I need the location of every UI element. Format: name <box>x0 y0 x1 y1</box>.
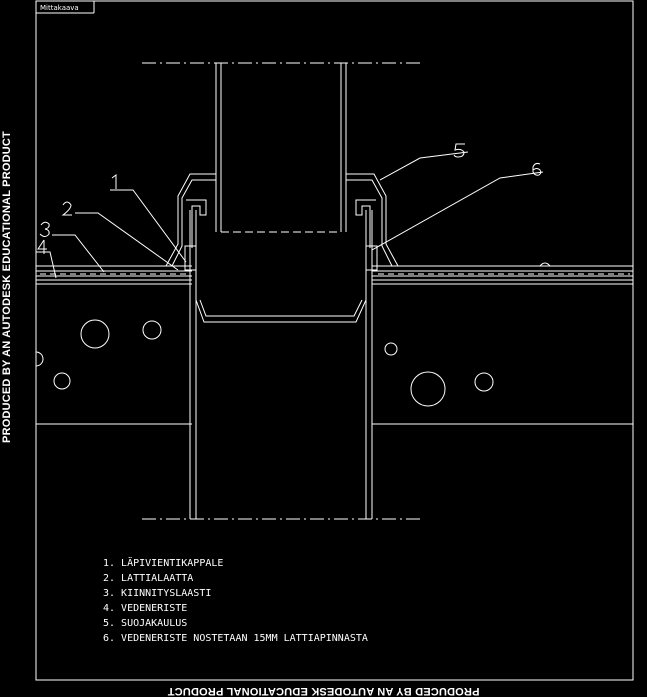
floor-layers <box>36 262 633 425</box>
concrete-aggregate <box>35 319 494 407</box>
legend-item-4: 4. VEDENERISTE <box>103 603 187 614</box>
legend-item-6: 6. VEDENERISTE NOSTETAAN 15MM LATTIAPINN… <box>103 633 368 644</box>
legend-item-1: 1. LÄPIVIENTIKAPPALE <box>103 556 223 569</box>
callout-6 <box>532 162 542 176</box>
callout-1 <box>111 174 117 189</box>
centerlines <box>142 62 422 520</box>
upper-pipe <box>215 63 347 233</box>
leader-lines <box>36 151 544 279</box>
callout-5 <box>453 143 465 158</box>
callout-2 <box>61 201 72 216</box>
through-piece <box>184 199 378 519</box>
callout-3 <box>39 221 50 237</box>
protective-collar <box>165 173 399 267</box>
legend-item-5: 5. SUOJAKAULUS <box>103 618 187 629</box>
legend: 1. LÄPIVIENTIKAPPALE 2. LATTIALAATTA 3. … <box>103 556 368 644</box>
drawing-frame <box>35 0 634 681</box>
callout-numbers <box>37 143 542 254</box>
legend-item-2: 2. LATTIALAATTA <box>103 573 193 584</box>
scale-label: Mittakaava <box>40 4 79 12</box>
legend-item-3: 3. KIINNITYSLAASTI <box>103 588 211 599</box>
callout-4 <box>37 239 47 254</box>
